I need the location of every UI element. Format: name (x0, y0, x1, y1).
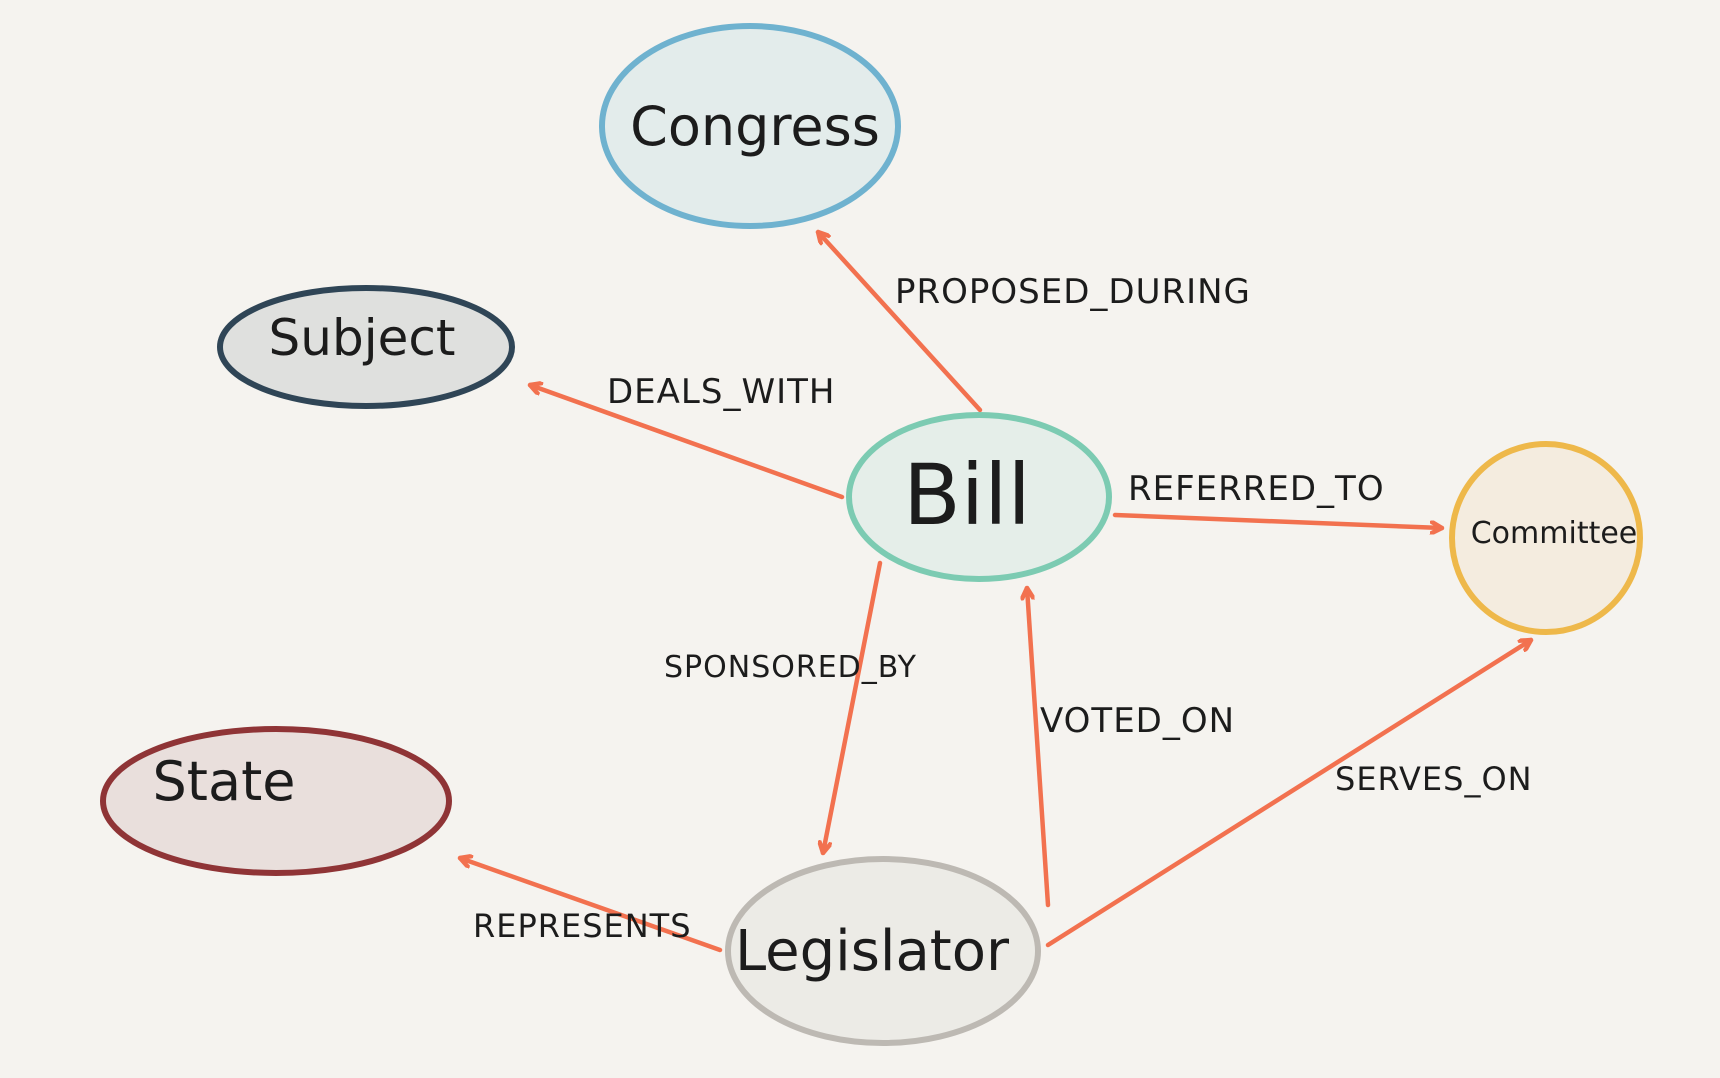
node-subject[interactable]: Subject (217, 285, 515, 409)
node-bill-label: Bill (903, 446, 1031, 544)
nodes: Congress Subject Bill Committee State Le… (100, 23, 1643, 1046)
node-state[interactable]: State (100, 726, 452, 876)
edge-voted-on (1027, 585, 1051, 908)
edge-represents (457, 858, 723, 953)
node-legislator-label: Legislator (735, 919, 1010, 984)
node-legislator-shape (725, 856, 1041, 1046)
edges (457, 229, 1534, 953)
edge-label-voted-on: VOTED_ON (1040, 701, 1235, 741)
edge-proposed-during (815, 229, 983, 413)
edge-label-sponsored-by: SPONSORED_BY (664, 650, 917, 685)
node-subject-label: Subject (269, 309, 456, 367)
edge-label-referred-to: REFERRED_TO (1128, 469, 1385, 509)
node-congress-shape (599, 23, 901, 229)
edge-sponsored-by (823, 560, 883, 856)
node-bill-shape (846, 412, 1112, 582)
node-state-shape (100, 726, 452, 876)
node-state-label: State (153, 750, 296, 813)
edge-deals-with (527, 385, 845, 500)
node-bill[interactable]: Bill (846, 412, 1112, 582)
node-committee-shape (1449, 441, 1643, 635)
edge-labels: PROPOSED_DURING DEALS_WITH REFERRED_TO S… (473, 272, 1533, 945)
edge-label-proposed-during: PROPOSED_DURING (895, 272, 1251, 312)
edge-label-serves-on: SERVES_ON (1335, 760, 1533, 798)
edge-label-deals-with: DEALS_WITH (607, 372, 835, 412)
edge-serves-on (1045, 637, 1534, 948)
edge-label-represents: REPRESENTS (473, 907, 692, 945)
node-subject-shape (217, 285, 515, 409)
edge-referred-to (1112, 512, 1445, 528)
node-congress-label: Congress (630, 95, 880, 158)
node-legislator[interactable]: Legislator (725, 856, 1041, 1046)
node-committee-label: Committee (1471, 516, 1638, 551)
node-congress[interactable]: Congress (599, 23, 901, 229)
node-committee[interactable]: Committee (1449, 441, 1643, 635)
